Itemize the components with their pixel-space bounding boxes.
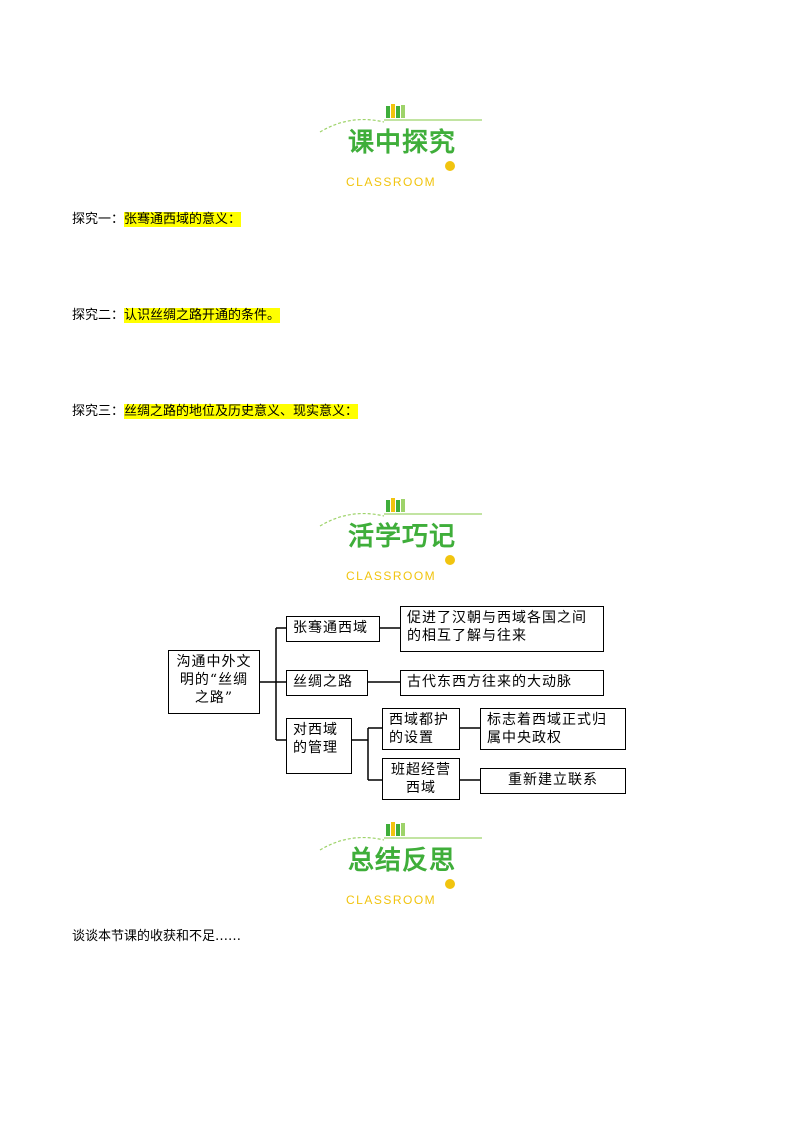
question-3: 探究三：丝绸之路的地位及历史意义、现实意义： xyxy=(72,400,359,419)
node-protectorate: 西域都护的设置 xyxy=(382,708,460,750)
section-header-memory: 活学巧记 CLASSROOM xyxy=(300,494,500,583)
node-ban-chao: 班超经营西域 xyxy=(382,758,460,800)
books-icon xyxy=(319,822,482,889)
question-text: 张骞通西域的意义： xyxy=(124,212,242,227)
root-node: 沟通中外文明的“丝绸之路” xyxy=(168,650,260,714)
section-subtitle: CLASSROOM xyxy=(346,569,437,583)
section-subtitle: CLASSROOM xyxy=(346,175,437,189)
books-icon xyxy=(319,498,482,565)
question-label: 探究二： xyxy=(72,308,125,323)
connector-lines xyxy=(260,627,480,781)
leaf-silk-road: 古代东西方往来的大动脉 xyxy=(400,670,604,696)
section-title: 活学巧记 xyxy=(348,522,457,552)
section-title: 课中探究 xyxy=(348,128,457,158)
books-icon xyxy=(319,104,482,171)
node-silk-road: 丝绸之路 xyxy=(286,670,368,696)
section-title: 总结反思 xyxy=(348,846,457,876)
mind-map: 沟通中外文明的“丝绸之路” 张骞通西域 促进了汉朝与西域各国之间的相互了解与往来… xyxy=(164,600,629,805)
question-label: 探究一： xyxy=(72,212,125,227)
question-text: 认识丝绸之路开通的条件。 xyxy=(124,308,281,323)
question-label: 探究三： xyxy=(72,404,125,419)
section-subtitle: CLASSROOM xyxy=(346,893,437,907)
question-1: 探究一：张骞通西域的意义： xyxy=(72,208,242,227)
question-2: 探究二：认识丝绸之路开通的条件。 xyxy=(72,304,281,323)
node-west-admin: 对西域的管理 xyxy=(286,718,352,774)
leaf-ban-chao: 重新建立联系 xyxy=(480,768,626,794)
question-text: 丝绸之路的地位及历史意义、现实意义： xyxy=(124,404,359,419)
section-header-summary: 总结反思 CLASSROOM xyxy=(300,818,500,907)
node-zhang-qian: 张骞通西域 xyxy=(286,616,380,642)
leaf-protectorate: 标志着西域正式归属中央政权 xyxy=(480,708,626,750)
closing-prompt: 谈谈本节课的收获和不足…… xyxy=(72,929,242,944)
section-header-classroom: 课中探究 CLASSROOM xyxy=(300,100,500,189)
leaf-zhang-qian: 促进了汉朝与西域各国之间的相互了解与往来 xyxy=(400,606,604,652)
